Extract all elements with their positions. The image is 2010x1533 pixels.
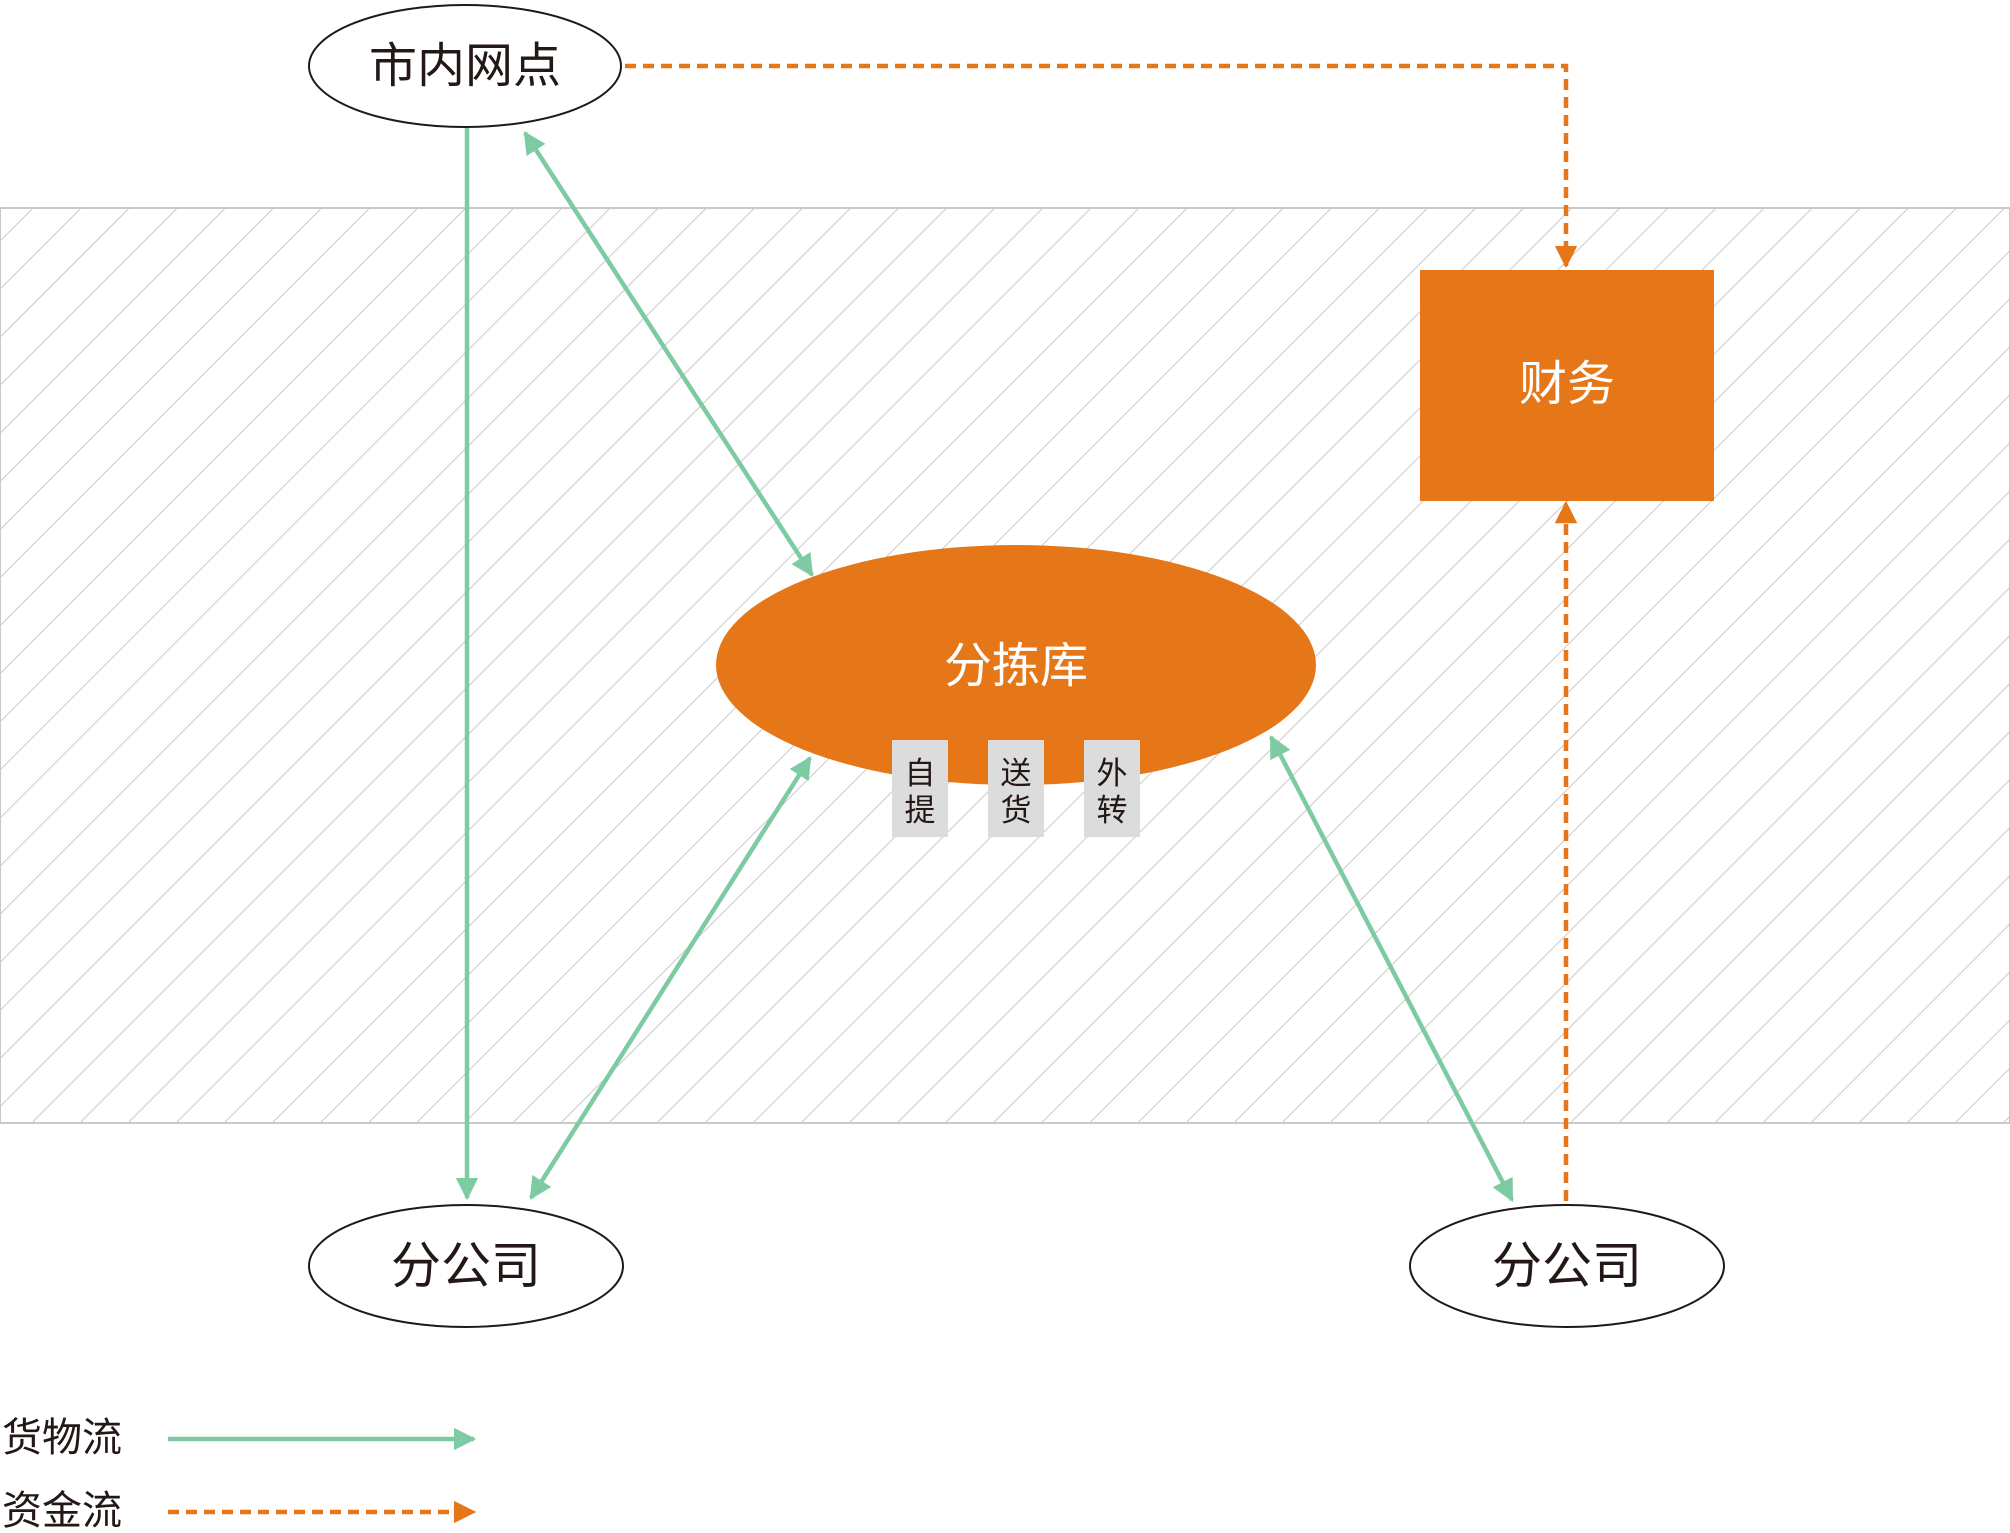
- city-outlet-node: 市内网点: [308, 4, 622, 128]
- finance-node: 财务: [1420, 270, 1714, 501]
- warehouse-mode-transfer: 外 转: [1084, 740, 1140, 837]
- branch-left-ellipse: [308, 1204, 624, 1328]
- branch-left-label: 分公司: [391, 1237, 541, 1295]
- mode-self-pickup-line1: 自: [905, 756, 936, 792]
- legend-money-label: 资金流: [2, 1488, 122, 1533]
- mode-self-pickup-line2: 提: [905, 793, 936, 829]
- mode-transfer-line1: 外: [1097, 756, 1128, 792]
- mode-transfer-line2: 转: [1097, 793, 1128, 829]
- branch-right-label: 分公司: [1492, 1237, 1642, 1295]
- finance-label: 财务: [1519, 356, 1615, 412]
- city-outlet-label: 市内网点: [369, 38, 561, 94]
- mode-delivery-line1: 送: [1001, 756, 1032, 792]
- legend-goods-label: 货物流: [2, 1415, 122, 1461]
- city-outlet-ellipse: [308, 4, 622, 128]
- warehouse-mode-delivery: 送 货: [988, 740, 1044, 837]
- goods-flow-warehouse-right-branch: [1269, 735, 1514, 1202]
- mode-delivery-line2: 货: [1001, 793, 1032, 829]
- money-flow-outlet-to-finance: [625, 63, 1578, 269]
- goods-flow-outlet-warehouse: [523, 131, 814, 577]
- sorting-warehouse-ellipse: [716, 545, 1316, 785]
- warehouse-mode-self-pickup: 自 提: [892, 740, 948, 837]
- finance-box: [1420, 270, 1714, 501]
- branch-right-ellipse: [1409, 1204, 1725, 1328]
- goods-flow-warehouse-left-branch: [529, 756, 812, 1200]
- branch-right-node: 分公司: [1409, 1204, 1725, 1328]
- sorting-warehouse-node: 分拣库: [716, 545, 1316, 785]
- branch-left-node: 分公司: [308, 1204, 624, 1328]
- sorting-warehouse-label: 分拣库: [944, 638, 1088, 694]
